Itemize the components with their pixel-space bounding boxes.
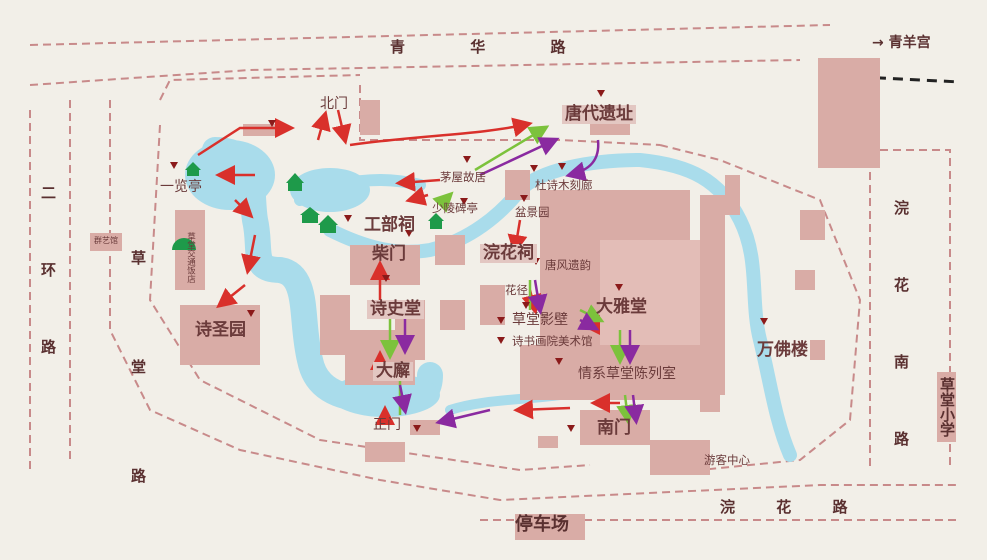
label-qingxi: 情系草堂陈列室 xyxy=(578,366,676,382)
label-xiaoxue: 草堂小学 xyxy=(937,372,956,442)
scenic-markers xyxy=(170,90,768,432)
label-gongbu: 工部祠 xyxy=(364,215,415,235)
label-qunyi: 群艺馆 xyxy=(94,236,118,245)
label-dushi: 杜诗木刻廊 xyxy=(535,178,593,192)
label-chaimen: 柴门 xyxy=(372,244,406,264)
road-huanhua-nan: 浣 花 南 路 xyxy=(892,200,910,468)
label-shishengyuan: 诗圣园 xyxy=(195,320,246,340)
road-qingyanggong: → 青羊宫 xyxy=(872,35,931,51)
label-youke: 游客中心 xyxy=(704,453,750,467)
label-jiaotong: 草堂交通饭店 xyxy=(185,232,196,283)
road-erhuan: 二 环 路 xyxy=(39,185,57,376)
label-daxie: 大廨 xyxy=(373,362,413,381)
pond-center xyxy=(290,168,370,212)
road-qinghua: 青 华 路 xyxy=(390,38,596,56)
label-tangfeng: 唐风遗韵 xyxy=(545,258,591,272)
label-nanmen: 南门 xyxy=(597,418,631,438)
label-shishitang: 诗史堂 xyxy=(367,300,424,319)
label-huajing: 花径 xyxy=(505,283,528,297)
route-red xyxy=(197,109,620,425)
road-huanhua: 浣 花 路 xyxy=(720,498,866,516)
label-zhengmen: 正门 xyxy=(373,417,401,433)
label-dayatang: 大雅堂 xyxy=(596,297,647,317)
label-tangdai: 唐代遗址 xyxy=(562,105,636,124)
pavilions xyxy=(172,162,444,250)
label-shishu: 诗书画院美术馆 xyxy=(512,334,593,348)
label-shaoling: 少陵碑亭 xyxy=(432,201,478,215)
road-caotang: 草 堂 路 xyxy=(129,250,147,521)
label-yilanting: 一览亭 xyxy=(160,179,202,195)
label-huanhuaci: 浣花祠 xyxy=(480,244,537,263)
label-parking: 停车场 xyxy=(515,514,569,535)
buildings xyxy=(90,58,880,540)
label-maowu: 茅屋故居 xyxy=(440,170,486,184)
label-penjing: 盆景园 xyxy=(515,205,550,219)
label-wanfolou: 万佛楼 xyxy=(757,340,808,360)
label-beimen: 北门 xyxy=(320,96,348,112)
label-yingbi: 草堂影壁 xyxy=(512,312,568,328)
